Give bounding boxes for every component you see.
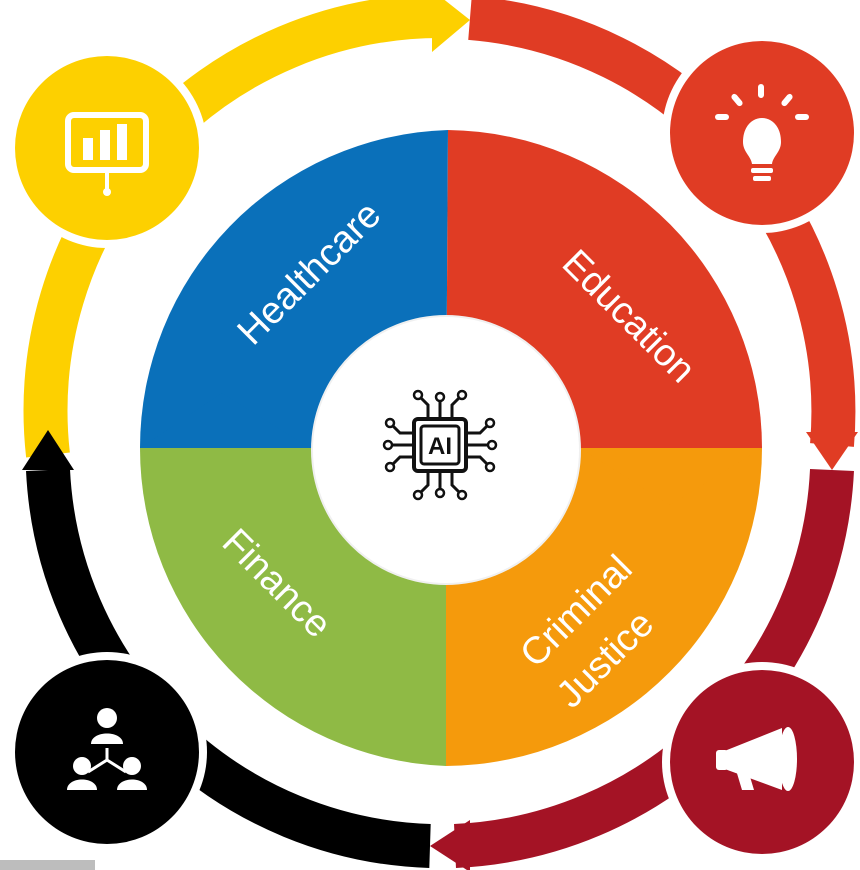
ai-chip-icon: AI xyxy=(382,389,498,501)
node-presentation xyxy=(7,48,207,248)
segment-notch-finance-healthcare xyxy=(140,393,310,448)
cycle-arrowhead-red xyxy=(806,432,858,470)
segment-notch-criminal-finance xyxy=(392,600,446,766)
lightbulb-icon xyxy=(715,84,809,181)
node-lightbulb xyxy=(662,33,860,233)
segment-notch-healthcare-education xyxy=(448,130,500,300)
people-network-icon xyxy=(67,708,147,790)
ai-chip-label: AI xyxy=(428,433,452,460)
presentation-chart-icon xyxy=(65,112,149,196)
megaphone-icon xyxy=(716,727,797,791)
cycle-arrowhead-black xyxy=(22,430,74,470)
segment-notch-education-criminal xyxy=(580,448,762,505)
node-people-network xyxy=(7,652,207,852)
node-megaphone xyxy=(662,662,860,862)
cycle-arrowhead-yellow xyxy=(432,0,470,52)
cycle-arrowhead-darkred xyxy=(430,820,470,870)
corner-strip xyxy=(0,860,95,870)
